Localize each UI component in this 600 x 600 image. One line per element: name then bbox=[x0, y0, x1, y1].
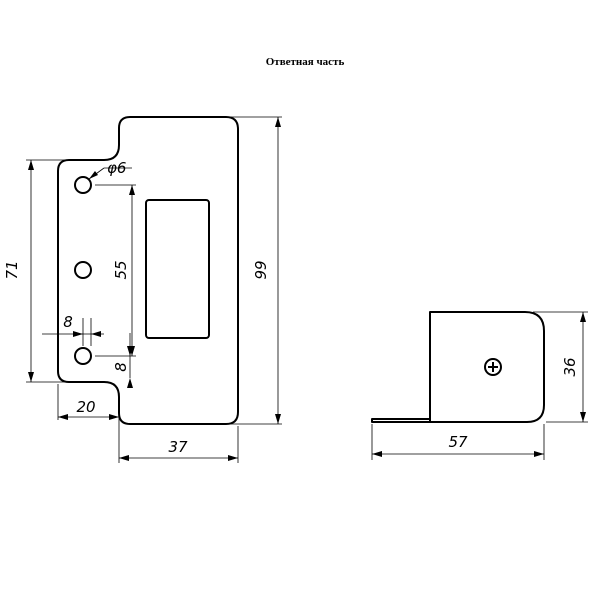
mounting-hole-top bbox=[74, 176, 92, 194]
dim-71-label: 71 bbox=[3, 260, 21, 279]
dim-8-vertical: 8 bbox=[112, 346, 133, 388]
dim-8-horizontal: 8 bbox=[42, 313, 104, 337]
dim-37-label: 37 bbox=[168, 438, 188, 456]
side-profile-base bbox=[371, 418, 431, 423]
dim-phi6-label: φ6 bbox=[107, 159, 126, 177]
dim-71: 71 bbox=[3, 160, 34, 382]
drawing-title: Ответная часть bbox=[266, 56, 345, 68]
front-view: 71 99 55 8 8 bbox=[3, 116, 282, 463]
dim-99-label: 99 bbox=[252, 260, 270, 279]
dim-8-vertical-label: 8 bbox=[112, 362, 130, 372]
dim-55-label: 55 bbox=[112, 260, 130, 279]
dim-36-label: 36 bbox=[561, 357, 579, 376]
dim-37: 37 bbox=[119, 438, 238, 461]
side-profile-outline bbox=[429, 311, 545, 423]
mounting-hole-bottom bbox=[74, 347, 92, 365]
dim-36: 36 bbox=[561, 312, 586, 422]
extension-lines-front bbox=[26, 116, 282, 463]
dim-57-label: 57 bbox=[448, 433, 468, 451]
extension-lines-side bbox=[371, 311, 588, 460]
dim-20: 20 bbox=[58, 398, 119, 420]
dim-57: 57 bbox=[372, 433, 544, 457]
side-view: 36 57 bbox=[371, 311, 588, 460]
dim-phi6: φ6 bbox=[88, 159, 132, 180]
dim-55: 55 bbox=[112, 185, 135, 356]
mounting-hole-middle bbox=[74, 261, 92, 279]
strike-plate-outline bbox=[57, 116, 239, 425]
screw-icon bbox=[484, 358, 502, 376]
latch-window bbox=[145, 199, 210, 339]
dim-8-horizontal-label: 8 bbox=[63, 313, 73, 331]
dim-99: 99 bbox=[252, 117, 281, 424]
dim-20-label: 20 bbox=[76, 398, 95, 416]
